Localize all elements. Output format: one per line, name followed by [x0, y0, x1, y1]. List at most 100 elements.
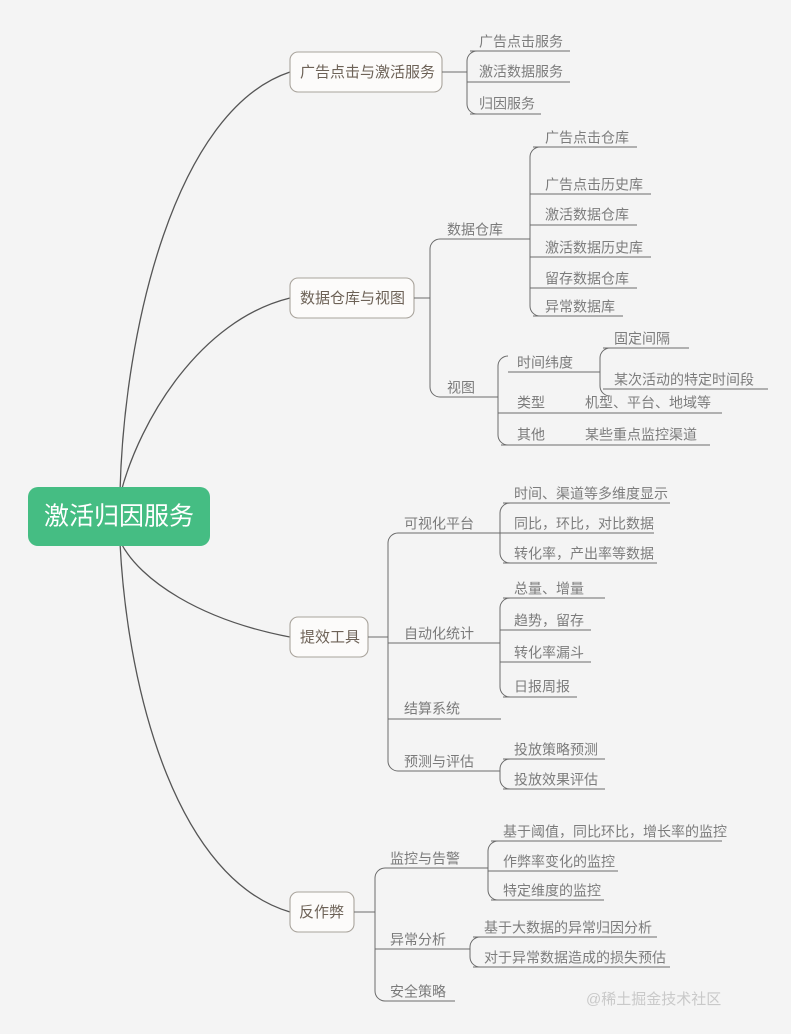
leaf-label: 留存数据仓库: [545, 271, 629, 287]
subnode-forecast-evaluation[interactable]: 预测与评估: [398, 754, 500, 772]
subnode-time-dimension[interactable]: 时间纬度: [508, 355, 600, 373]
subnode-anomaly-analysis[interactable]: 异常分析: [375, 932, 470, 950]
subnode-datawarehouse[interactable]: 数据仓库: [440, 222, 530, 240]
subnode-label: 自动化统计: [404, 626, 474, 642]
leaf-label: 基于大数据的异常归因分析: [484, 920, 652, 936]
leaf-label: 某次活动的特定时间段: [614, 372, 754, 388]
leaf-label: 趋势，留存: [514, 613, 584, 629]
root-node-label: 激活归因服务: [44, 503, 194, 531]
branch-node-2-label: 数据仓库与视图: [300, 290, 405, 307]
leaf-node[interactable]: 留存数据仓库: [530, 271, 637, 289]
leaf-label: 转化率，产出率等数据: [514, 546, 654, 562]
leaf-node[interactable]: 机型、平台、地域等: [585, 395, 722, 414]
leaf-node[interactable]: 某些重点监控渠道: [585, 427, 710, 446]
leaf-node[interactable]: 异常数据库: [533, 299, 623, 317]
subnode-label: 视图: [447, 380, 475, 396]
leaf-node[interactable]: 时间、渠道等多维度显示: [503, 486, 670, 504]
subnode-view[interactable]: 视图: [440, 380, 498, 398]
subnode-visualization-platform[interactable]: 可视化平台: [398, 516, 500, 534]
branch-2-spine: [429, 238, 441, 398]
leaf-node[interactable]: 某次活动的特定时间段: [603, 372, 768, 390]
subnode-label: 可视化平台: [404, 516, 474, 532]
subnode-label: 其他: [517, 427, 545, 443]
subnode-type[interactable]: 类型: [498, 395, 585, 414]
leaf-node[interactable]: 总量、增量: [503, 581, 605, 599]
leaf-node[interactable]: 对于异常数据造成的损失预估: [473, 950, 670, 968]
root-node-box[interactable]: [28, 487, 210, 546]
leaf-node[interactable]: 作弊率变化的监控: [488, 854, 618, 872]
branch-4: 反作弊 监控与告警 基于阈值，同比环比，增长率的监控 作弊率变化的监控 特定维度…: [289, 824, 727, 1002]
leaf-node[interactable]: 投放策略预测: [503, 742, 605, 760]
leaf-label: 归因服务: [479, 96, 535, 112]
leaf-label: 广告点击历史库: [545, 177, 643, 193]
subnode-label: 预测与评估: [404, 754, 474, 770]
leaf-label: 时间、渠道等多维度显示: [514, 486, 668, 502]
anomaly-spine: [469, 936, 481, 968]
leaf-node[interactable]: 日报周报: [503, 679, 577, 698]
forecast-spine: [499, 758, 511, 790]
leaf-node[interactable]: 激活数据仓库: [530, 207, 637, 226]
leaf-label: 投放效果评估: [514, 772, 598, 788]
root-link-to-branch-4: [119, 542, 291, 913]
leaf-label: 同比，环比，对比数据: [514, 516, 654, 532]
leaf-label: 激活数据服务: [479, 64, 563, 80]
leaf-node[interactable]: 广告点击历史库: [530, 177, 651, 195]
leaf-node[interactable]: 趋势，留存: [500, 613, 591, 631]
auto-stat-spine: [499, 597, 511, 698]
subnode-label: 监控与告警: [390, 851, 460, 867]
branch-node-4[interactable]: 反作弊: [289, 891, 355, 933]
leaf-label: 投放策略预测: [514, 742, 598, 758]
leaf-node[interactable]: 广告点击仓库: [533, 130, 637, 148]
branch-node-3-label: 提效工具: [300, 629, 360, 646]
leaf-node[interactable]: 归因服务: [470, 96, 541, 115]
branch-2: 数据仓库与视图 数据仓库 广告点击仓库 广告点击历史库 激活数据仓库 激活数据历…: [289, 130, 768, 446]
branch-4-spine: [374, 867, 386, 1002]
leaf-label: 日报周报: [514, 679, 570, 695]
leaf-label: 激活数据历史库: [545, 240, 643, 256]
root-link-to-branch-3: [120, 542, 291, 638]
branch-1: 广告点击与激活服务 广告点击服务 激活数据服务 归因服务: [289, 34, 570, 115]
leaf-label: 广告点击仓库: [545, 130, 629, 146]
leaf-label: 激活数据仓库: [545, 207, 629, 223]
leaf-node[interactable]: 转化率漏斗: [500, 645, 591, 663]
leaf-label: 作弊率变化的监控: [503, 854, 615, 870]
leaf-node[interactable]: 基于阈值，同比环比，增长率的监控: [491, 824, 727, 842]
branch-node-3[interactable]: 提效工具: [289, 616, 369, 658]
root-connectors: [119, 71, 291, 913]
leaf-node[interactable]: 特定维度的监控: [491, 883, 604, 901]
branch-node-2[interactable]: 数据仓库与视图: [289, 277, 415, 319]
leaf-label: 对于异常数据造成的损失预估: [484, 950, 666, 966]
branch-3: 提效工具 可视化平台 时间、渠道等多维度显示 同比，环比，对比数据 转化率，产出…: [289, 486, 670, 790]
leaf-node[interactable]: 固定间隔: [603, 331, 689, 349]
subnode-label: 类型: [517, 395, 545, 411]
subnode-auto-statistics[interactable]: 自动化统计: [388, 626, 500, 644]
leaf-label: 广告点击服务: [479, 34, 563, 50]
leaf-label: 特定维度的监控: [503, 883, 601, 899]
leaf-node[interactable]: 激活数据服务: [467, 64, 570, 83]
view-spine: [497, 355, 509, 446]
root-node[interactable]: 激活归因服务: [28, 487, 210, 546]
subnode-label: 异常分析: [390, 932, 446, 948]
leaf-node[interactable]: 转化率，产出率等数据: [503, 546, 657, 564]
leaf-node[interactable]: 激活数据历史库: [530, 240, 651, 258]
branch-node-1[interactable]: 广告点击与激活服务: [289, 51, 443, 93]
subnode-settlement-system[interactable]: 结算系统: [388, 701, 501, 720]
time-dimension-spine: [599, 347, 611, 397]
leaf-node[interactable]: 基于大数据的异常归因分析: [473, 920, 657, 938]
leaf-node[interactable]: 同比，环比，对比数据: [500, 516, 654, 534]
subnode-label: 安全策略: [390, 984, 446, 1000]
subnode-other[interactable]: 其他: [501, 427, 585, 446]
leaf-node[interactable]: 投放效果评估: [503, 772, 605, 790]
root-link-to-branch-1: [119, 71, 291, 493]
subnode-security-policy[interactable]: 安全策略: [385, 984, 455, 1002]
branch-node-4-label: 反作弊: [299, 904, 344, 921]
subnode-label: 时间纬度: [517, 355, 573, 371]
subnode-label: 结算系统: [404, 701, 460, 717]
branch-node-1-label: 广告点击与激活服务: [300, 64, 435, 81]
subnode-label: 数据仓库: [447, 222, 503, 238]
leaf-node[interactable]: 广告点击服务: [470, 34, 570, 52]
subnode-monitoring-alerting[interactable]: 监控与告警: [385, 851, 488, 869]
root-link-to-branch-2: [120, 297, 291, 493]
leaf-label: 总量、增量: [514, 581, 584, 597]
